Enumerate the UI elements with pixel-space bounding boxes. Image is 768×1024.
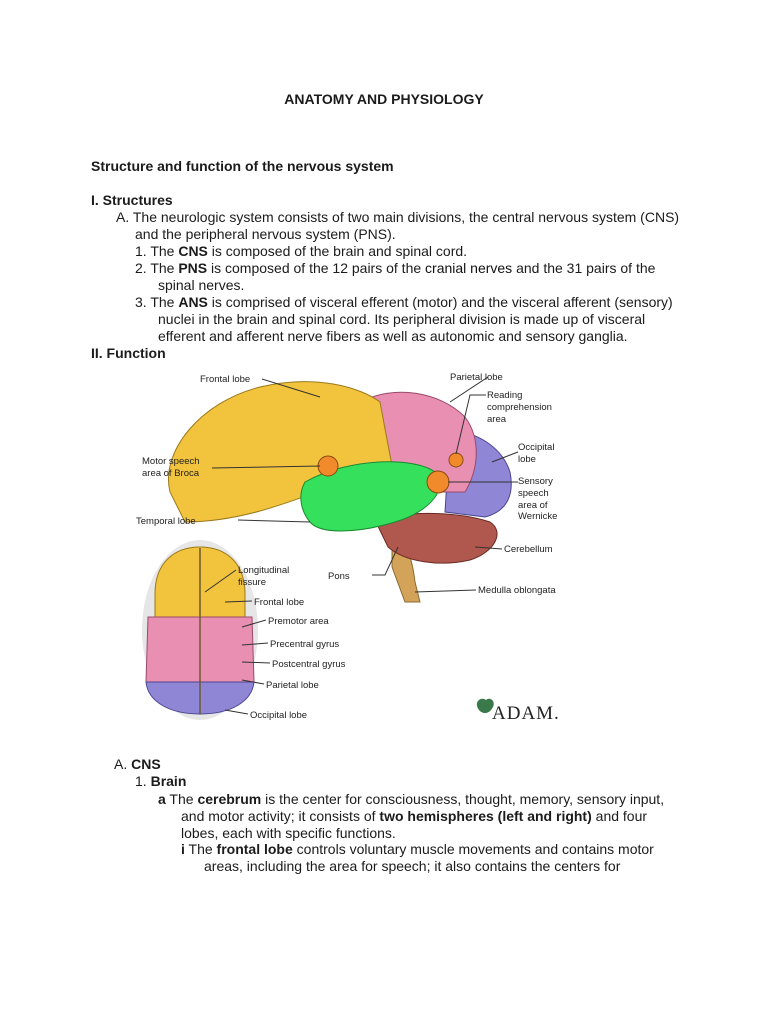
cns-term: CNS — [178, 243, 208, 259]
figure-labels: Frontal lobe Parietal lobe Reading compr… — [136, 372, 557, 721]
label-sensory-3: area of — [518, 500, 548, 511]
label-parietal-lobe: Parietal lobe — [450, 372, 503, 383]
label-premotor: Premotor area — [268, 616, 329, 627]
label-sensory-1: Sensory — [518, 476, 553, 487]
cerebellum-shape — [374, 512, 498, 564]
cerebrum-line3: lobes, each with specific functions. — [181, 825, 396, 841]
adam-logo: ADAM. — [476, 698, 560, 724]
paragraph-a-line1: A. The neurologic system consists of two… — [116, 209, 680, 225]
label-motor-1: Motor speech — [142, 456, 200, 467]
label-top-frontal: Frontal lobe — [254, 597, 304, 608]
label-sensory-4: Wernicke — [518, 511, 557, 522]
brain-anatomy-figure: Frontal lobe Parietal lobe Reading compr… — [136, 372, 560, 724]
list-item-ans-line2: nuclei in the brain and spinal cord. Its… — [158, 311, 646, 327]
document-subtitle: Structure and function of the nervous sy… — [91, 158, 394, 174]
cerebrum-line1: a The cerebrum is the center for conscio… — [158, 791, 665, 807]
label-motor-2: area of Broca — [142, 468, 200, 479]
label-medulla: Medulla oblongata — [478, 585, 556, 596]
list-item-pns: 2. The PNS is composed of the 12 pairs o… — [135, 260, 656, 276]
label-top-parietal: Parietal lobe — [266, 680, 319, 691]
pns-term: PNS — [178, 260, 208, 276]
label-longitudinal-2: fissure — [238, 577, 266, 588]
frontal-lobe-line1: i The frontal lobe controls voluntary mu… — [181, 841, 654, 857]
label-leader-lines — [204, 376, 519, 715]
label-frontal-lobe: Frontal lobe — [200, 374, 250, 385]
label-top-occipital: Occipital lobe — [250, 710, 307, 721]
frontal-lobe-line2: areas, including the area for speech; it… — [204, 858, 621, 874]
reading-area-spot — [448, 452, 464, 468]
list-item-ans: 3. The ANS is comprised of visceral effe… — [135, 294, 673, 310]
temporal-lobe-shape — [300, 461, 441, 532]
section-heading-function: II. Function — [91, 345, 166, 361]
list-item-cns: 1. The CNS is composed of the brain and … — [135, 243, 468, 259]
brain-heading: 1. Brain — [135, 773, 187, 789]
label-cerebellum: Cerebellum — [504, 544, 553, 555]
frontal-lobe-shape — [168, 381, 396, 523]
wernicke-area-spot — [426, 470, 450, 494]
label-occipital-2: lobe — [518, 454, 536, 465]
label-postcentral: Postcentral gyrus — [272, 659, 346, 670]
label-precentral: Precentral gyrus — [270, 639, 339, 650]
label-reading-1: Reading — [487, 390, 522, 401]
broca-area-spot — [317, 455, 339, 477]
label-sensory-2: speech — [518, 488, 549, 499]
cranial-nerves-link[interactable]: cranial nerves — [425, 260, 513, 276]
label-reading-2: comprehension — [487, 402, 552, 413]
ans-term: ANS — [178, 294, 208, 310]
label-temporal-lobe: Temporal lobe — [136, 516, 196, 527]
cns-heading: A. CNS — [114, 756, 161, 772]
document-title: ANATOMY AND PHYSIOLOGY — [284, 91, 484, 107]
paragraph-a-line2: and the peripheral nervous system (PNS). — [135, 226, 396, 242]
adam-leaf-icon — [476, 698, 494, 713]
cerebrum-line2: and motor activity; it consists of two h… — [181, 808, 648, 824]
brain-side-view — [168, 381, 512, 603]
label-reading-3: area — [487, 414, 507, 425]
adam-logo-text: ADAM. — [492, 703, 560, 724]
section-heading-structures: I. Structures — [91, 192, 173, 208]
brain-top-view — [142, 540, 258, 720]
label-pons: Pons — [328, 571, 350, 582]
list-item-ans-line3: efferent and afferent nerve fibers as we… — [158, 328, 628, 344]
list-item-pns-cont: spinal nerves. — [158, 277, 245, 293]
label-longitudinal-1: Longitudinal — [238, 565, 289, 576]
label-occipital-1: Occipital — [518, 442, 554, 453]
